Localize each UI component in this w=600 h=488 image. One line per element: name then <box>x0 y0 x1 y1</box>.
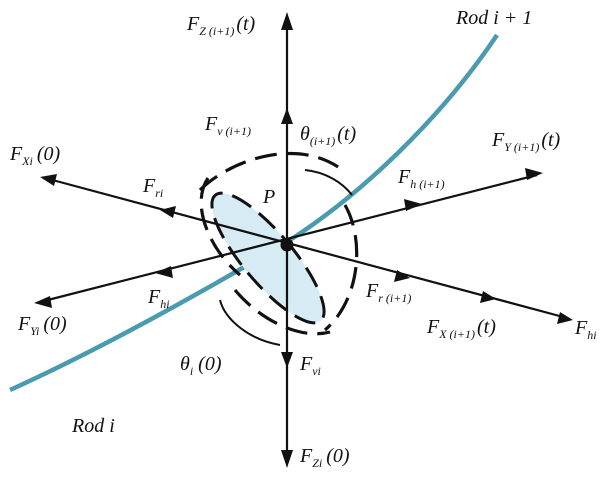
label-point-p: P <box>262 186 275 208</box>
label-fv-top: Fv (i+1) <box>204 113 251 138</box>
arrowhead-fx <box>480 291 496 303</box>
arrowhead-fvi <box>281 352 293 368</box>
arrowhead-fh <box>404 199 422 211</box>
label-fy-right: FY (i+1)(t) <box>491 129 561 154</box>
label-fhi-right: Fhi <box>574 317 597 342</box>
center-point <box>280 238 294 252</box>
arrowhead-fhi-left <box>155 266 173 278</box>
angle-arc-theta-top <box>304 169 353 196</box>
label-fx-right: FX (i+1)(t) <box>426 316 496 341</box>
label-fh-right: Fh (i+1) <box>397 166 445 191</box>
arrowhead-fy <box>525 168 543 180</box>
arrowhead-fhi-right <box>557 312 573 324</box>
label-rod-lower: Rod i <box>71 415 115 437</box>
label-fri: Fri <box>142 175 163 200</box>
label-fhi-left: Fhi <box>147 286 170 311</box>
label-rod-upper: Rod i + 1 <box>455 7 532 29</box>
arrowhead-fzi-bottom <box>281 450 293 468</box>
arrowhead-fr <box>394 270 410 282</box>
arrowhead-fxi <box>40 174 57 186</box>
dashed-rotation-top <box>198 151 347 192</box>
label-fvi: Fvi <box>299 353 321 378</box>
dashed-rotation-left <box>199 177 242 277</box>
label-fxi-0: FXi(0) <box>9 143 61 168</box>
label-fz-top: FZ (i+1)(t) <box>186 13 256 38</box>
arrowhead-fz-top <box>281 12 293 30</box>
arrowhead-fri <box>160 206 176 218</box>
dashed-rotation-bottom <box>233 288 331 336</box>
angle-arc-theta-i <box>219 299 281 346</box>
arrowhead-fv-top <box>281 108 293 124</box>
label-theta-top: θ(i+1)(t) <box>300 123 356 148</box>
label-fr-right: Fr (i+1) <box>365 280 411 305</box>
dashed-rotation-right <box>323 204 359 332</box>
axis-x <box>44 176 568 320</box>
label-fyi-0: FYi(0) <box>17 313 67 338</box>
axis-y <box>39 173 538 304</box>
arrowhead-fyi <box>34 296 52 308</box>
label-theta-i: θi(0) <box>180 353 222 378</box>
label-fzi-0: FZi(0) <box>299 445 350 470</box>
